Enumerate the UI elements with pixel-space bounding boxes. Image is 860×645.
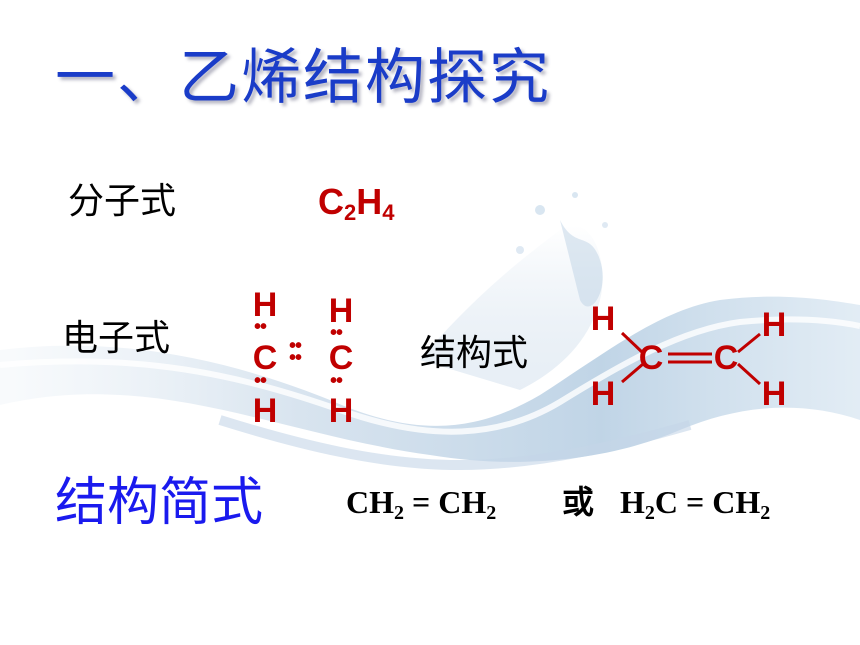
formula-b-part2: C = CH xyxy=(654,484,761,520)
or-word: 或 xyxy=(562,483,595,521)
simplified-formula-a: CH2 = CH2 xyxy=(346,480,496,535)
electron-h-bottom-left: H xyxy=(252,392,278,430)
formula-carbon-count: 2 xyxy=(344,200,357,225)
struct-h-top-left: H xyxy=(590,300,616,338)
struct-c-left: C xyxy=(638,339,664,377)
formula-a-sub1: 2 xyxy=(394,502,404,524)
electronic-formula-label: 电子式 xyxy=(62,318,171,359)
electron-pair-bond-lower: •• xyxy=(289,347,302,369)
structural-formula-label: 结构式 xyxy=(420,333,529,374)
formula-a-sub2: 2 xyxy=(486,502,497,524)
electron-pair-bottom-left: •• xyxy=(254,370,267,392)
formula-b-sub2: 2 xyxy=(760,502,771,524)
electron-pair-top-right: •• xyxy=(330,322,343,344)
formula-b-sub1: 2 xyxy=(644,502,655,524)
electron-h-top-left: H xyxy=(252,286,278,324)
electron-h-top-right: H xyxy=(328,292,354,330)
electron-pair-top-left: •• xyxy=(254,316,267,338)
formula-hydrogen: H xyxy=(356,181,383,222)
struct-c-right: C xyxy=(713,339,739,377)
formula-a-part2: = CH xyxy=(404,484,487,520)
struct-h-bottom-left: H xyxy=(590,375,616,413)
struct-h-bottom-right: H xyxy=(761,375,787,413)
electron-c-right: C xyxy=(328,339,354,377)
electron-c-left: C xyxy=(252,339,278,377)
page-title: 一、乙烯结构探究 xyxy=(55,43,551,113)
formula-a-part1: CH xyxy=(346,484,394,520)
formula-hydrogen-count: 4 xyxy=(382,200,395,225)
struct-h-top-right: H xyxy=(761,306,787,344)
molecular-formula: C2H4 xyxy=(318,180,395,235)
molecular-formula-label: 分子式 xyxy=(68,181,177,222)
electron-pair-bond-upper: •• xyxy=(289,335,302,357)
formula-carbon: C xyxy=(318,181,344,222)
formula-b-part1: H xyxy=(620,484,645,520)
simplified-formula-b: H2C = CH2 xyxy=(620,480,770,535)
electron-h-bottom-right: H xyxy=(328,392,354,430)
simplified-formula-label: 结构简式 xyxy=(55,473,264,533)
electron-pair-bottom-right: •• xyxy=(330,370,343,392)
